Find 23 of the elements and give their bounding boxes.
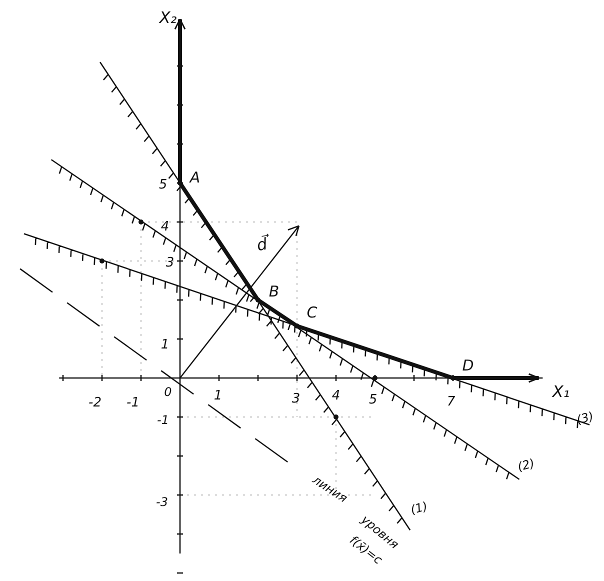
vector-label: d⃗ bbox=[256, 236, 268, 254]
tick-label: -2 bbox=[88, 396, 102, 410]
point-label: C bbox=[306, 306, 318, 320]
tick-label: 5 bbox=[158, 178, 168, 192]
tick-label: -1 bbox=[126, 396, 140, 410]
axis-label: X₁ bbox=[552, 384, 570, 400]
axis-label: X₂ bbox=[159, 10, 177, 26]
tick-label: 1 bbox=[214, 390, 222, 402]
line-number: (1) bbox=[409, 500, 429, 516]
point-label: A bbox=[190, 170, 200, 186]
tick-label: 1 bbox=[160, 338, 170, 352]
tick-label: 3 bbox=[292, 392, 300, 406]
line-number: (2) bbox=[516, 457, 536, 473]
tick-label: 4 bbox=[160, 220, 170, 234]
tick-label: 5 bbox=[368, 394, 378, 406]
point-label: D bbox=[462, 358, 474, 374]
tick-label: 0 bbox=[164, 386, 172, 398]
tick-label: 7 bbox=[446, 396, 456, 408]
tick-label: 3 bbox=[166, 256, 174, 270]
tick-label: -3 bbox=[156, 496, 168, 508]
point-label: B bbox=[268, 284, 280, 300]
tick-label: -1 bbox=[157, 414, 169, 426]
tick-label: 4 bbox=[332, 390, 340, 402]
